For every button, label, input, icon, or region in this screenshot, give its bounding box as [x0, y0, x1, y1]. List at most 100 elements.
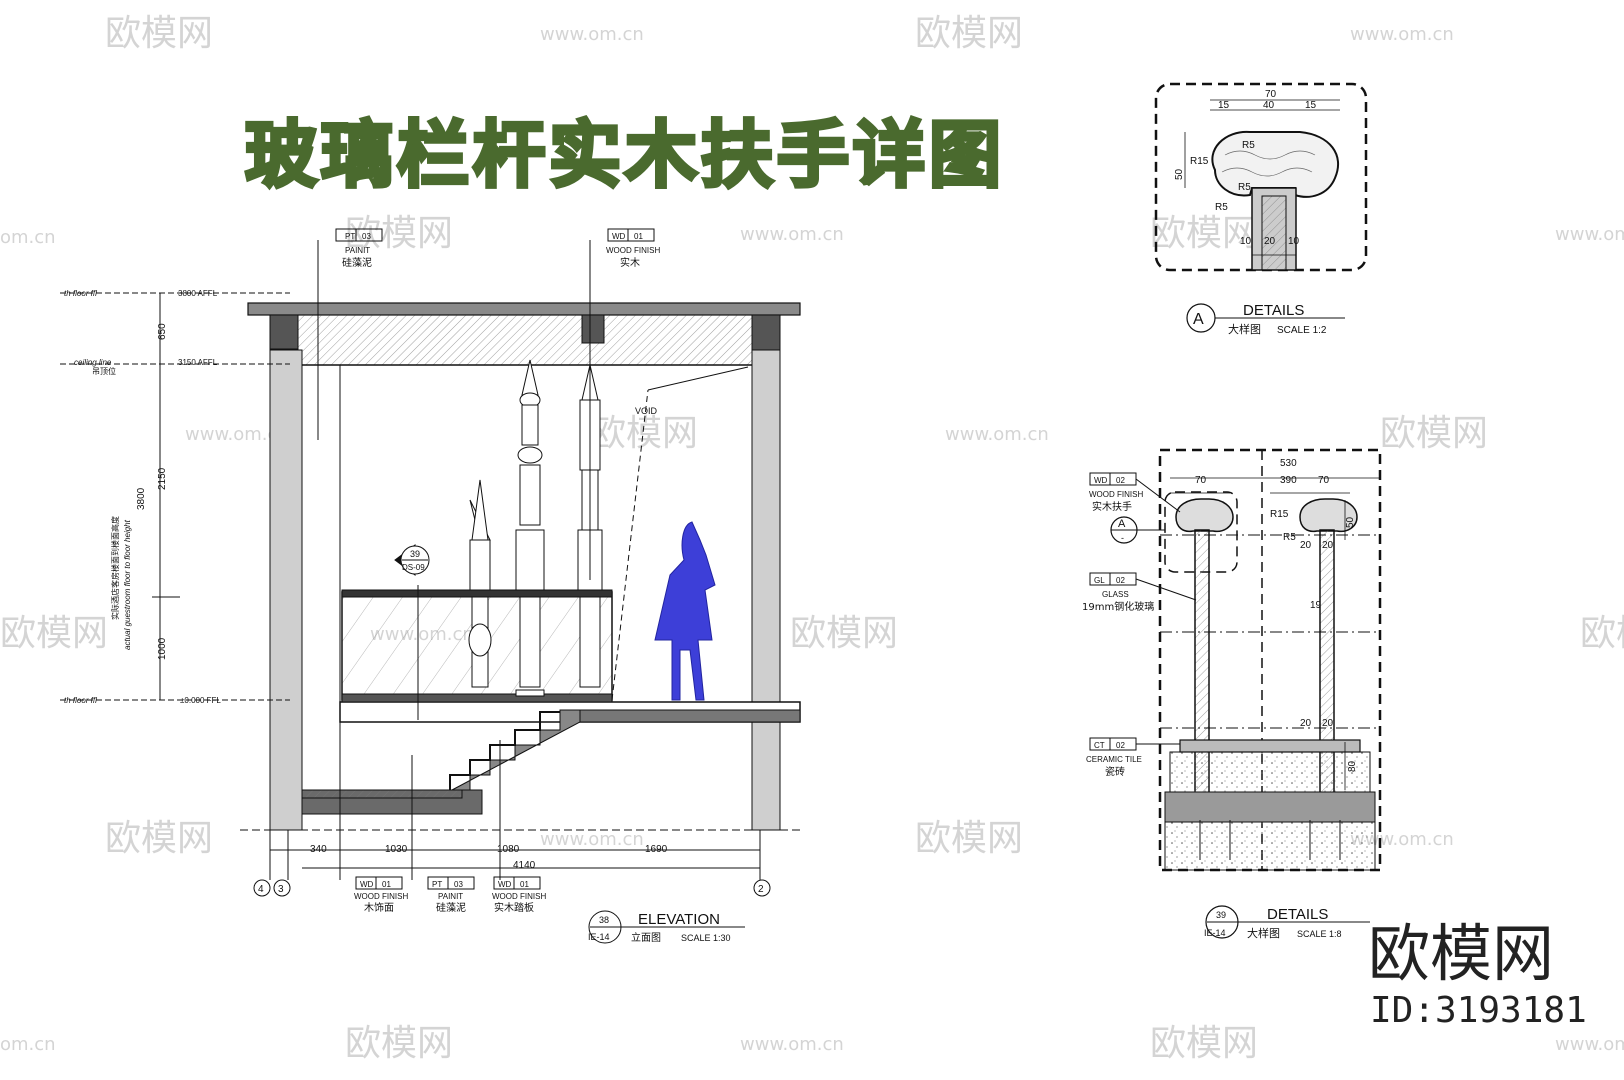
- dim-horizontal: 1690: [645, 844, 668, 855]
- svg-text:530: 530: [1280, 458, 1297, 469]
- tag-en: PAINIT: [345, 246, 370, 255]
- svg-text:IE-14: IE-14: [1204, 928, 1226, 938]
- svg-text:50: 50: [1174, 168, 1185, 180]
- svg-text:木饰面: 木饰面: [364, 901, 394, 914]
- svg-text:WD: WD: [1094, 476, 1108, 485]
- svg-text:WOOD FINISH: WOOD FINISH: [492, 892, 546, 901]
- elevation-drawing: [60, 228, 801, 944]
- concrete-slab: [1164, 821, 1376, 871]
- watermark-brand: 欧模网: [105, 13, 213, 54]
- elevation-heading: ELEVATION: [638, 911, 720, 928]
- svg-text:-: -: [1121, 533, 1124, 543]
- watermark-url: om.cn: [0, 227, 56, 248]
- svg-text:硅藻泥: 硅藻泥: [436, 901, 466, 914]
- svg-text:15: 15: [1218, 100, 1230, 111]
- watermark-brand: 欧模网: [590, 413, 698, 454]
- svg-text:19mm钢化玻璃: 19mm钢化玻璃: [1082, 600, 1154, 613]
- page-title: 玻璃栏杆实木扶手详图: [245, 113, 1005, 197]
- newel-post-short: [468, 479, 492, 688]
- detail-39-drawing: [1089, 448, 1382, 939]
- svg-text:实木扶手: 实木扶手: [1092, 500, 1132, 513]
- svg-text:39: 39: [1216, 910, 1226, 920]
- wall-left: [269, 349, 303, 831]
- tag-cn: 硅藻泥: [342, 256, 372, 269]
- svg-text:20: 20: [1322, 718, 1334, 729]
- svg-text:15: 15: [1305, 100, 1317, 111]
- tag-code: PT: [345, 232, 355, 241]
- watermark-url: www.om.cn: [1350, 829, 1454, 850]
- svg-text:20: 20: [1264, 236, 1276, 247]
- svg-text:10: 10: [1240, 236, 1252, 247]
- svg-text:R5: R5: [1283, 532, 1296, 543]
- svg-text:实木踏板: 实木踏板: [494, 901, 534, 914]
- watermark-url: om.cn: [0, 1034, 56, 1055]
- svg-text:19: 19: [1310, 600, 1322, 611]
- svg-text:PT: PT: [432, 880, 442, 889]
- grid-mark: 2: [758, 884, 764, 895]
- tag-en: WOOD FINISH: [606, 246, 660, 255]
- brand-name: 欧模网: [1368, 917, 1554, 990]
- svg-text:20: 20: [1300, 540, 1312, 551]
- svg-text:WOOD FINISH: WOOD FINISH: [354, 892, 408, 901]
- svg-text:70: 70: [1195, 475, 1207, 486]
- floor-slab-dark: [559, 709, 801, 723]
- svg-text:瓷砖: 瓷砖: [1105, 765, 1125, 778]
- watermark-url: www.om.cn: [1350, 24, 1454, 45]
- watermark-brand: 欧模网: [105, 818, 213, 859]
- elevation-bubble-ref: IE-14: [588, 932, 610, 942]
- grid-mark: 4: [258, 884, 264, 895]
- svg-text:大样图: 大样图: [1228, 322, 1261, 336]
- lower-floor-finish: [301, 789, 463, 799]
- svg-text:R5: R5: [1215, 202, 1228, 213]
- watermark-brand: 欧模网: [1580, 613, 1624, 654]
- wall-right: [751, 349, 781, 831]
- watermark-brand: 欧模网: [1150, 213, 1258, 254]
- glass-edge: [1261, 195, 1287, 271]
- tile-layer: [1179, 739, 1361, 753]
- watermark-brand: 欧模网: [0, 613, 108, 654]
- vertical-note-cn: 实际酒店客房楼面到楼面高度: [110, 516, 120, 620]
- watermark-url: www.om.cn: [740, 224, 844, 245]
- level-label-cn: 吊顶位: [92, 366, 116, 376]
- stair-treads: [449, 711, 560, 790]
- section-tag-ref: DS-09: [402, 563, 425, 572]
- svg-text:390: 390: [1280, 475, 1297, 486]
- base-plate: [1164, 791, 1376, 823]
- watermark-url: www.om.cn: [540, 24, 644, 45]
- dim-horizontal: 1030: [385, 844, 408, 855]
- watermark-brand: 欧模网: [915, 818, 1023, 859]
- svg-text:PAINIT: PAINIT: [438, 892, 463, 901]
- handrail: [341, 589, 613, 598]
- section-tag-num: 39: [410, 549, 420, 559]
- svg-text:A: A: [1193, 311, 1204, 328]
- detail-39-labels: 530 70 390 70 R15 50 R5 20 20 19 20 20 8…: [1082, 458, 1358, 940]
- svg-text:01: 01: [520, 880, 529, 889]
- svg-text:DETAILS: DETAILS: [1267, 906, 1328, 923]
- watermark-brand: 欧模网: [345, 213, 453, 254]
- svg-text:DETAILS: DETAILS: [1243, 302, 1304, 319]
- void-dashed: [611, 389, 649, 701]
- watermark-brand: 欧模网: [915, 13, 1023, 54]
- detail-a-labels: 70 15 40 15 50 R5 R15 R5 R5 10 20 10 A D…: [1174, 89, 1327, 336]
- svg-text:80: 80: [1347, 760, 1358, 772]
- svg-text:大样图: 大样图: [1247, 926, 1280, 940]
- svg-text:WOOD FINISH: WOOD FINISH: [1089, 490, 1143, 499]
- watermark-brand: 欧模网: [1380, 413, 1488, 454]
- svg-text:02: 02: [1116, 576, 1125, 585]
- watermark-url: www.om.cn: [740, 1034, 844, 1055]
- ceiling-beam: [269, 314, 781, 366]
- void-label: VOID: [635, 406, 658, 416]
- svg-text:20: 20: [1322, 540, 1334, 551]
- beam-block-mid: [581, 314, 605, 344]
- tag-num: 03: [362, 232, 371, 241]
- level-value: ±0.000 FFL: [180, 696, 221, 705]
- svg-text:50: 50: [1345, 516, 1356, 528]
- svg-text:GL: GL: [1094, 576, 1105, 585]
- watermark-url: www.om.cn: [185, 424, 289, 445]
- svg-text:SCALE 1:2: SCALE 1:2: [1277, 325, 1327, 336]
- watermark-url: www.om.cn: [540, 829, 644, 850]
- stair-stringer: [451, 709, 581, 791]
- dim-vertical: 1000: [157, 637, 168, 660]
- detail-a-drawing: [1154, 82, 1368, 333]
- svg-text:A: A: [1118, 518, 1126, 530]
